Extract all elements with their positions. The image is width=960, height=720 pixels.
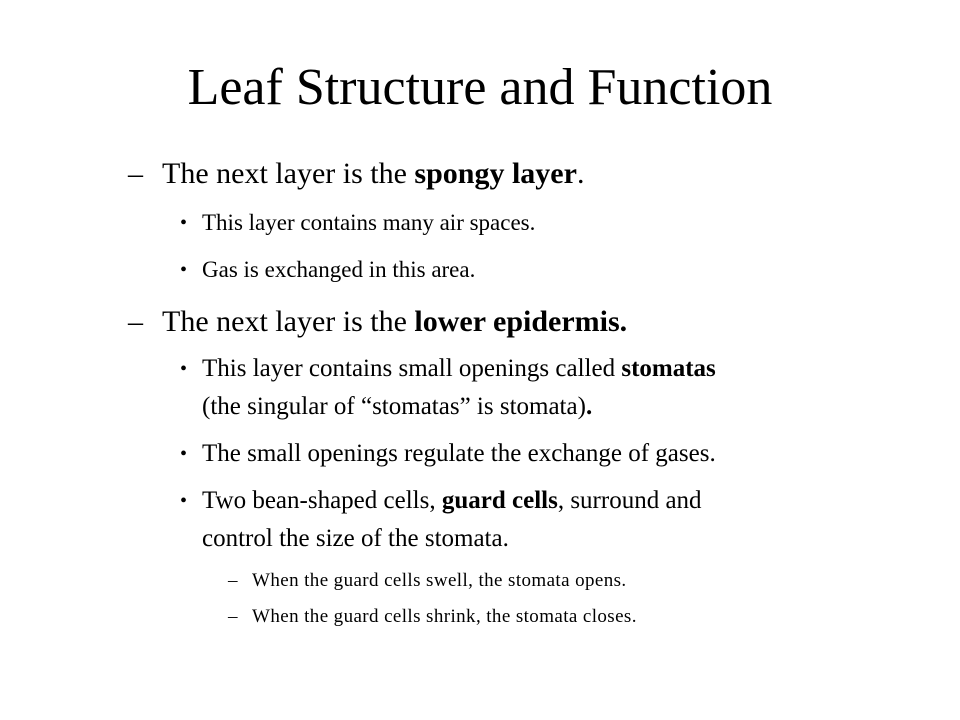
dash-marker: – <box>128 305 143 338</box>
bullet-text: control the size of the stomata. <box>202 525 509 552</box>
sub-item-text: When the guard cells swell, the stomata … <box>252 570 627 591</box>
bullet-text: Gas is exchanged in this area. <box>202 257 476 282</box>
bullet-marker: • <box>180 443 188 465</box>
bullet-text: This layer contains many air spaces. <box>202 210 536 235</box>
bullet-text: Two bean-shaped cells, guard cells, surr… <box>202 487 702 514</box>
bold-term: guard cells <box>441 487 558 514</box>
list-item-text: The next layer is the spongy layer. <box>162 157 585 190</box>
bullet-marker: • <box>180 490 188 512</box>
dash-marker: – <box>228 570 238 591</box>
bullet-marker: • <box>180 212 188 234</box>
bullet-text: (the singular of “stomatas” is stomata). <box>202 393 593 420</box>
bullet-text: This layer contains small openings calle… <box>202 355 716 382</box>
bullet-text: The small openings regulate the exchange… <box>202 440 716 467</box>
dash-marker: – <box>228 606 238 627</box>
bold-term: lower epidermis. <box>414 305 628 338</box>
bold-term: spongy layer <box>414 157 577 190</box>
bullet-marker: • <box>180 358 188 380</box>
dash-marker: – <box>128 157 143 190</box>
sub-item-text: When the guard cells shrink, the stomata… <box>252 606 637 627</box>
list-item-text: The next layer is the lower epidermis. <box>162 305 628 338</box>
bullet-marker: • <box>180 259 188 281</box>
slide-title: Leaf Structure and Function <box>187 59 773 116</box>
bold-term: stomatas <box>621 355 716 382</box>
